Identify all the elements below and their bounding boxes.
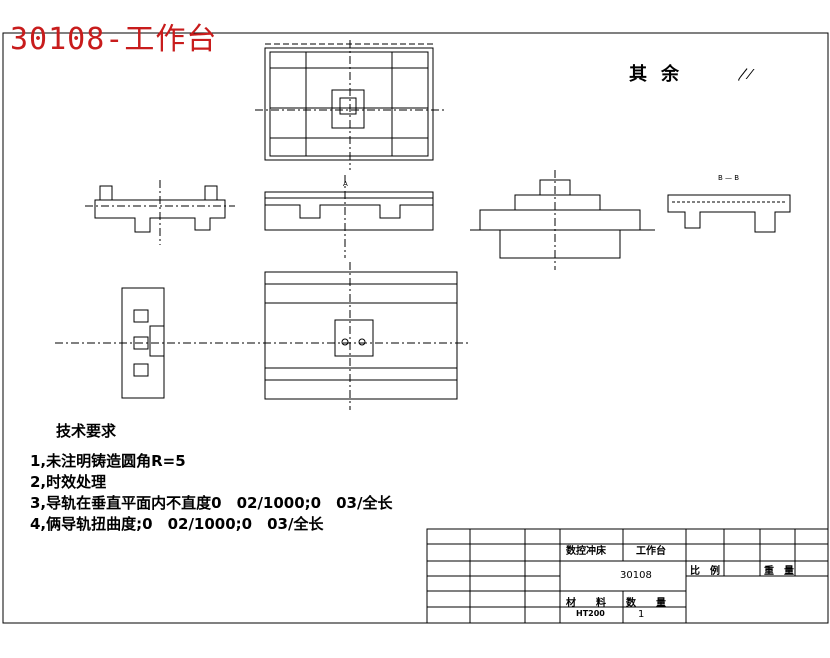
roughness-note: 其余: [629, 64, 693, 85]
title-drawing-no: 30108: [620, 570, 652, 581]
requirements-heading: 技术要求: [56, 422, 117, 440]
title-quantity-value: 1: [638, 609, 645, 620]
title-scale-label: 比 例: [690, 566, 720, 577]
title-weight-label: 重 量: [764, 566, 794, 577]
section-bb-label: B — B: [718, 174, 739, 182]
title-material-label: 材 料: [566, 598, 606, 609]
top-plan-view: [255, 40, 445, 170]
section-bb-view: [667, 194, 791, 233]
right-end-view: [470, 170, 655, 270]
roughness-symbol: 〳⁄: [736, 68, 752, 83]
section-a-label: A: [343, 180, 348, 188]
drawing-title: 30108-工作台: [10, 22, 218, 57]
border-frame: [2, 32, 829, 624]
title-block: [426, 528, 829, 624]
requirement-item: 3,导轨在垂直平面内不直度0 02/1000;0 03/全长: [30, 494, 393, 512]
title-part-name: 工作台: [636, 546, 666, 557]
title-machine: 数控冲床: [566, 546, 606, 557]
left-section-view: [85, 180, 235, 245]
requirement-item: 1,未注明铸造圆角R=5: [30, 452, 186, 470]
bottom-plan-view: [55, 262, 470, 410]
front-section-view: [264, 175, 434, 258]
left-side-view: [121, 287, 165, 399]
requirement-item: 4,俩导轨扭曲度;0 02/1000;0 03/全长: [30, 515, 324, 533]
title-quantity-label: 数 量: [626, 598, 666, 609]
requirement-item: 2,时效处理: [30, 473, 107, 491]
title-material-value: HT200: [576, 609, 605, 618]
